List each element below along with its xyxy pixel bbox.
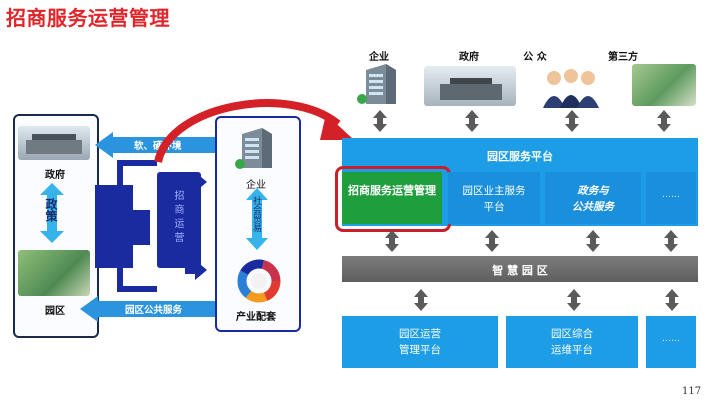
enterprise-building-icon: [352, 62, 408, 106]
service-platform-title: 园区服务平台: [487, 150, 553, 163]
soft-hard-env-label: 软、硬环境: [134, 141, 182, 152]
gov-label: 政府: [45, 170, 65, 181]
operation-center-label: 招商运营: [172, 190, 183, 246]
park-ops-management-label: 园区运营 管理平台: [399, 328, 441, 356]
smart-park-bar: [342, 256, 698, 282]
society-trade-arrow-icon: [244, 188, 270, 250]
updown-arrow-icon: [414, 289, 428, 311]
page-title: 招商服务运营管理: [6, 6, 170, 30]
updown-arrow-icon: [385, 230, 399, 252]
third-party-aerial-image: [632, 64, 696, 106]
updown-arrow-icon: [664, 230, 678, 252]
soft-hard-env-arrow: [95, 132, 215, 158]
more-box-bottom[interactable]: [646, 316, 696, 368]
updown-arrow-icon: [665, 289, 679, 311]
industry-donut-icon: [236, 258, 282, 304]
merchant-service-label: 招商服务运营管理: [348, 184, 436, 197]
more-box[interactable]: [646, 172, 696, 224]
government-building-image: [18, 126, 90, 160]
more-label-bottom: ……: [662, 334, 680, 344]
stakeholder-public: 公 众: [523, 52, 547, 63]
updown-arrow-icon: [586, 230, 600, 252]
updown-arrow-icon: [373, 110, 387, 132]
owner-service-label: 园区业主服务 平台: [462, 185, 526, 213]
park-label: 园区: [45, 306, 65, 317]
updown-arrow-icon: [567, 289, 581, 311]
public-service-arrow: [80, 296, 215, 322]
stakeholder-enterprise: 企业: [369, 52, 389, 63]
enterprise-label: 企业: [246, 180, 266, 191]
public-people-icon: [540, 66, 602, 108]
society-trade-label: 社会贸易: [251, 196, 261, 232]
enterprise-building-icon: [232, 124, 276, 172]
gov-public-service-label: 政务与 公共服务: [572, 185, 614, 213]
stakeholder-third-party: 第三方: [608, 52, 638, 63]
operation-center-block: [157, 172, 201, 268]
policy-label: 政策: [44, 198, 58, 222]
page-number: 117: [682, 386, 702, 397]
industry-support-label: 产业配套: [236, 312, 276, 323]
park-maintenance-box[interactable]: [506, 316, 638, 368]
park-ops-management-box[interactable]: [342, 316, 498, 368]
more-label: ……: [662, 190, 680, 200]
stakeholder-government: 政府: [459, 52, 479, 63]
updown-arrow-icon: [657, 110, 671, 132]
policy-arrow-icon: [37, 183, 67, 243]
updown-arrow-icon: [465, 110, 479, 132]
gov-public-service-box[interactable]: [545, 172, 641, 224]
curved-link-arrow: [150, 84, 360, 164]
park-maintenance-label: 园区综合 运维平台: [551, 328, 593, 356]
updown-arrow-icon: [565, 110, 579, 132]
park-aerial-image: [18, 250, 90, 296]
owner-service-box[interactable]: [448, 172, 540, 224]
smart-park-label: 智 慧 园 区: [492, 264, 548, 277]
public-service-label: 园区公共服务: [125, 305, 183, 316]
government-building-image: [424, 66, 516, 106]
updown-arrow-icon: [485, 230, 499, 252]
merchant-service-box[interactable]: [342, 172, 442, 224]
